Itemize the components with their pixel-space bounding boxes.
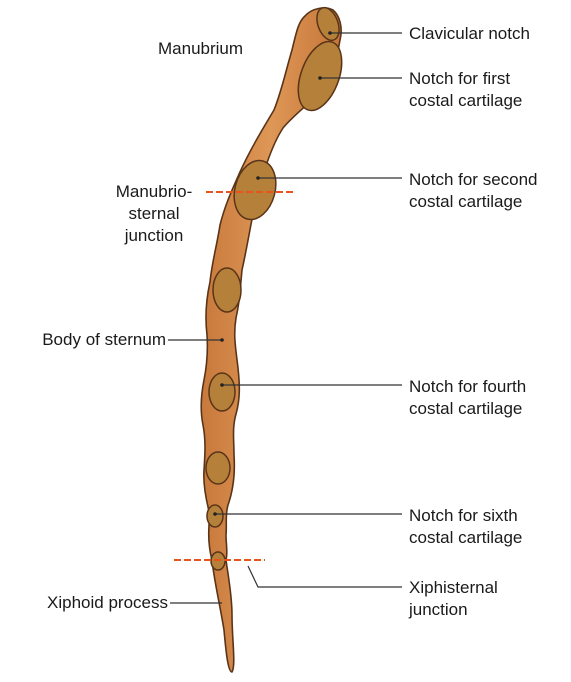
- label-xiphoid-process: Xiphoid process: [4, 592, 168, 614]
- label-xiphisternal-junction: Xiphisternal junction: [409, 577, 498, 621]
- leader-dot-first: [318, 76, 322, 80]
- fourth-costal-notch-facet: [209, 373, 235, 411]
- label-body-of-sternum: Body of sternum: [4, 329, 166, 351]
- sixth-costal-notch-facet: [207, 505, 223, 527]
- sixth-notch-line-1: Notch for sixth: [409, 505, 522, 527]
- fifth-costal-notch-facet: [206, 452, 230, 484]
- clavicular-notch-text: Clavicular notch: [409, 23, 530, 45]
- sixth-notch-line-2: costal cartilage: [409, 527, 522, 549]
- first-notch-line-2: costal cartilage: [409, 90, 522, 112]
- leader-dot-clavicular: [328, 31, 332, 35]
- label-sixth-notch: Notch for sixth costal cartilage: [409, 505, 522, 549]
- second-notch-line-1: Notch for second: [409, 169, 538, 191]
- leader-dot-second: [256, 176, 260, 180]
- label-first-notch: Notch for first costal cartilage: [409, 68, 522, 112]
- leader-dot-fourth: [220, 383, 224, 387]
- manubriosternal-line-3: junction: [102, 225, 206, 247]
- label-second-notch: Notch for second costal cartilage: [409, 169, 538, 213]
- xiphoid-process-text: Xiphoid process: [4, 592, 168, 614]
- fourth-notch-line-2: costal cartilage: [409, 398, 526, 420]
- leader-dot-body: [220, 338, 224, 342]
- label-manubriosternal-junction: Manubrio- sternal junction: [102, 181, 206, 247]
- xiphisternal-line-1: Xiphisternal: [409, 577, 498, 599]
- leader-xiphisternal: [248, 566, 402, 587]
- fourth-notch-line-1: Notch for fourth: [409, 376, 526, 398]
- label-clavicular-notch: Clavicular notch: [409, 23, 530, 45]
- label-fourth-notch: Notch for fourth costal cartilage: [409, 376, 526, 420]
- manubrium-text: Manubrium: [158, 38, 243, 60]
- manubriosternal-line-1: Manubrio-: [102, 181, 206, 203]
- third-costal-notch-facet: [213, 268, 241, 312]
- first-notch-line-1: Notch for first: [409, 68, 522, 90]
- xiphisternal-line-2: junction: [409, 599, 498, 621]
- leader-dot-sixth: [213, 512, 217, 516]
- manubriosternal-line-2: sternal: [102, 203, 206, 225]
- label-manubrium: Manubrium: [158, 38, 243, 60]
- body-of-sternum-text: Body of sternum: [4, 329, 166, 351]
- second-notch-line-2: costal cartilage: [409, 191, 538, 213]
